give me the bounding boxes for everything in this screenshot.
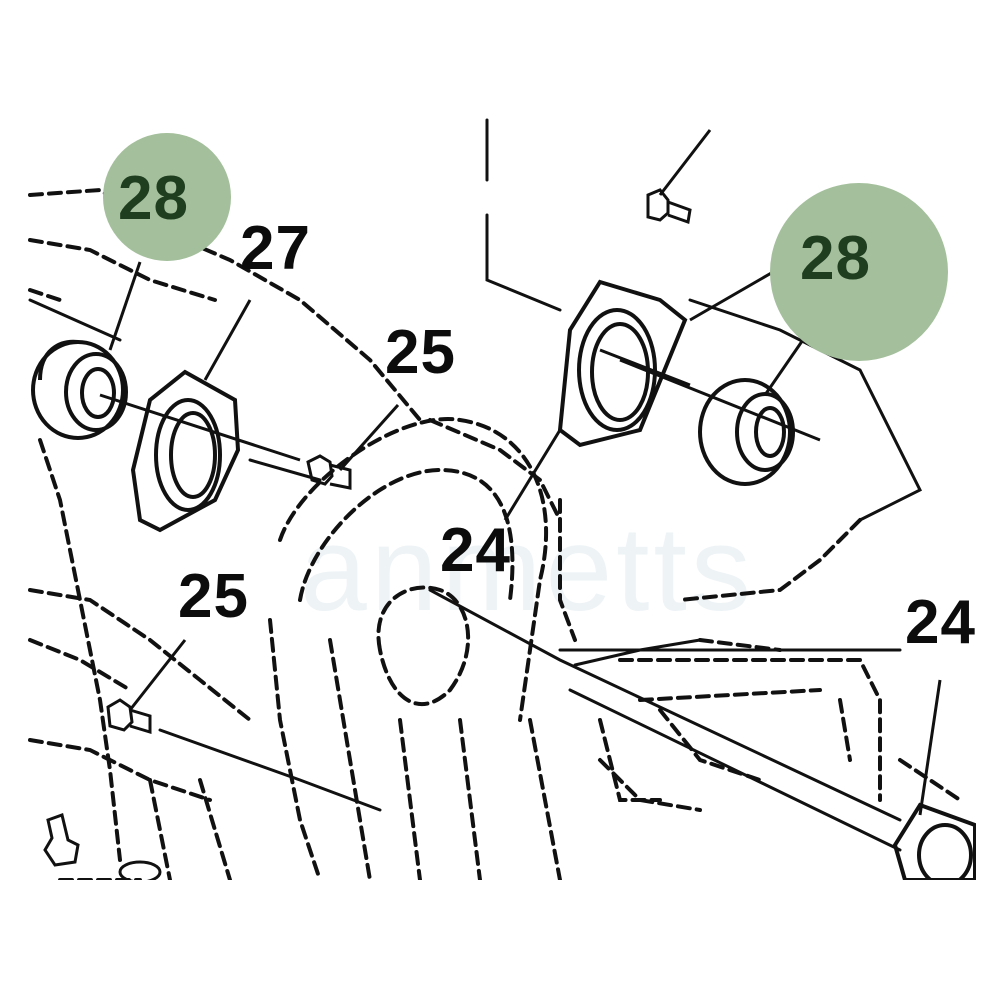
- callout-25-top: 25: [385, 318, 456, 387]
- flange-bearing-left: [130, 369, 241, 533]
- flange-bearing-right: [557, 279, 688, 448]
- bolt-center: [306, 454, 352, 490]
- seal-left: [31, 339, 128, 440]
- right-margin: [976, 0, 1000, 880]
- housing-outline-dashed: [28, 187, 962, 882]
- housing-outline-solid: [28, 118, 923, 852]
- watermark-text: anmetts: [300, 502, 755, 636]
- callout-27: 27: [240, 214, 311, 283]
- callout-24-right: 24: [905, 592, 976, 654]
- flange-bearing-bottom-right: [892, 802, 977, 887]
- bolt-lower-left: [106, 698, 152, 735]
- callout-25-bottom: 25: [178, 562, 249, 631]
- bolt-far-left: [43, 813, 80, 867]
- bolt-top-right: [646, 188, 692, 225]
- highlight-badge-left: [103, 133, 231, 261]
- axis-lines: [99, 348, 821, 462]
- bottom-margin: [0, 880, 1000, 1000]
- leader-lines: [108, 129, 942, 816]
- callout-28-right: 28: [800, 224, 871, 293]
- seal-right: [698, 378, 795, 486]
- callout-24-mid: 24: [440, 516, 511, 585]
- callout-28-left: 28: [118, 164, 189, 233]
- highlight-badge-right: [770, 183, 948, 361]
